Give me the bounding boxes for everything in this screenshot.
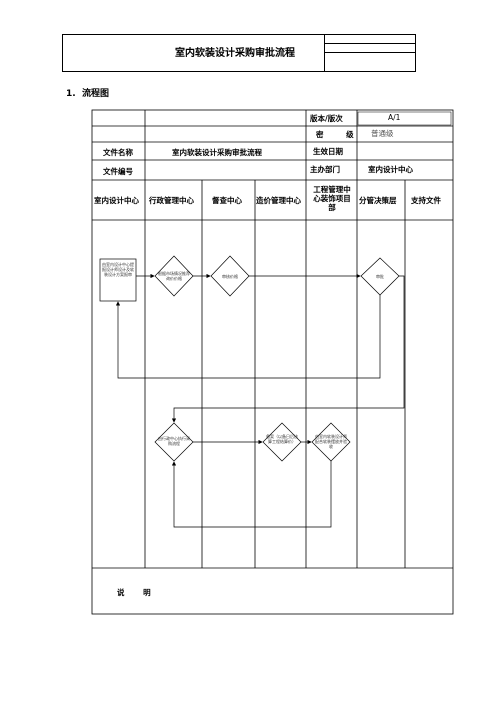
table-frame [91, 109, 454, 615]
department-label: 主办部门 [310, 165, 340, 174]
lane-header-decision: 分管决策层 [359, 196, 397, 205]
decision-label: 审批 [376, 274, 384, 279]
version-label: 版本/版次 [310, 114, 343, 123]
secrecy-label: 密 级 [316, 130, 364, 139]
audit-review-label: 审核价格 [222, 274, 238, 279]
document-title: 室内软装设计采购审批流程 [175, 48, 295, 59]
effective-date-label: 生效日期 [313, 147, 343, 156]
admin-review-label: 根据市场情况推荐询价价格 [158, 271, 190, 281]
header-rule [324, 43, 416, 44]
file-name-label: 文件名称 [103, 148, 133, 157]
version-value: A/1 [388, 113, 401, 122]
header-divider [324, 34, 325, 72]
start-process-box [99, 258, 137, 302]
lane-header-admin: 行政管理中心 [149, 196, 194, 205]
audit-review-diamond [210, 255, 250, 297]
file-name-value: 室内软装设计采购审批流程 [172, 148, 262, 157]
header-frame [62, 34, 416, 72]
section-number: 1. [66, 89, 76, 99]
engineering-label: 由室内软装设计师配合软装摆放并验收 [315, 434, 347, 449]
header-rule [324, 52, 416, 53]
section-label: 流程图 [82, 89, 110, 99]
lane-header-cost: 造价管理中心 [256, 196, 301, 205]
secrecy-value: 普通级 [371, 129, 394, 138]
lane-header-audit: 督查中心 [212, 196, 242, 205]
admin-purchase-diamond [154, 422, 194, 462]
lane-header-engineering: 工程管理中心装饰项目部 [313, 185, 351, 212]
section-heading: 1. 流程图 [66, 86, 109, 99]
notes-label: 说 明 [117, 588, 159, 597]
lane-header-support: 支持文件 [411, 196, 441, 205]
start-node-label: 由室内设计中心提报设计师设计及软装设计方案报审 [102, 262, 134, 277]
department-value: 室内设计中心 [368, 165, 413, 174]
lane-header-design: 室内设计中心 [94, 196, 139, 205]
cost-record-label: 备案（以备日后核算工程结算价） [266, 434, 298, 444]
admin-review-diamond [154, 255, 194, 297]
cost-record-diamond [262, 422, 302, 462]
file-no-label: 文件编号 [103, 167, 133, 176]
admin-purchase-label: 由行政中心执行采购流程 [158, 436, 190, 446]
